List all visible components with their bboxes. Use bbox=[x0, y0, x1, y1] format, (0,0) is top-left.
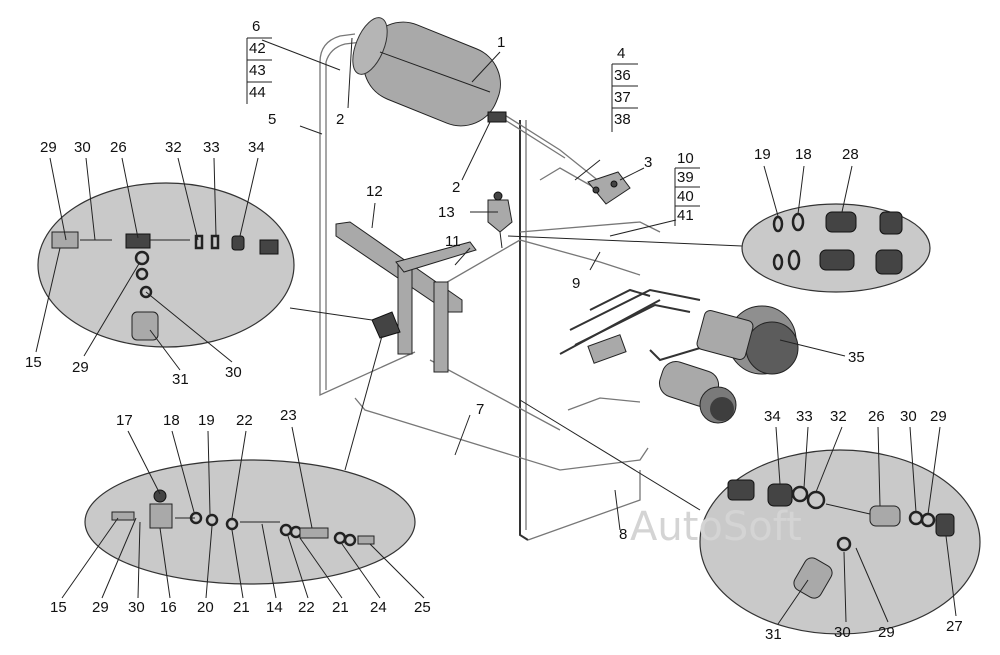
detail-bottom-left-label: 19 bbox=[198, 412, 215, 429]
detail-right-top-label: 28 bbox=[842, 146, 859, 163]
stack-middle-item: 40 bbox=[677, 188, 694, 205]
stack-left-item: 43 bbox=[249, 62, 266, 79]
detail-right-top-label: 19 bbox=[754, 146, 771, 163]
callout-13: 13 bbox=[438, 204, 455, 221]
callout-2-lower: 2 bbox=[452, 179, 460, 196]
stack-left: 6 42 43 44 bbox=[246, 18, 272, 104]
callout-35: 35 bbox=[848, 349, 865, 366]
detail-bottom-left-label: 24 bbox=[370, 599, 387, 616]
detail-bottom-left-label: 25 bbox=[414, 599, 431, 616]
stack-left-item: 44 bbox=[249, 84, 266, 101]
detail-bottom-left bbox=[84, 459, 416, 585]
callout-7: 7 bbox=[476, 401, 484, 418]
pressure-regulator bbox=[487, 191, 513, 249]
detail-left-labels: 29 30 26 32 33 34 15 29 31 30 bbox=[25, 139, 265, 388]
stack-middle-item: 39 bbox=[677, 169, 694, 186]
detail-right-top-labels: 19 18 28 bbox=[754, 146, 859, 217]
callout-2-upper: 2 bbox=[336, 111, 344, 128]
detail-right-top bbox=[741, 203, 931, 293]
detail-bottom-left-label: 15 bbox=[50, 599, 67, 616]
callout-12: 12 bbox=[366, 183, 383, 200]
leader-lines bbox=[261, 37, 846, 531]
callout-3: 3 bbox=[644, 154, 652, 171]
stack-left-item: 42 bbox=[249, 40, 266, 57]
detail-bottom-left-label: 18 bbox=[163, 412, 180, 429]
detail-bottom-left-label: 21 bbox=[233, 599, 250, 616]
detail-bottom-left-label: 22 bbox=[236, 412, 253, 429]
detail-left-label: 34 bbox=[248, 139, 265, 156]
callout-8: 8 bbox=[619, 526, 627, 543]
detail-left bbox=[37, 182, 295, 348]
stack-middle-item: 41 bbox=[677, 207, 694, 224]
detail-right-top-label: 18 bbox=[795, 146, 812, 163]
detail-left-label: 15 bbox=[25, 354, 42, 371]
detail-bottom-right-label: 30 bbox=[900, 408, 917, 425]
callout-11: 11 bbox=[445, 233, 461, 250]
detail-bottom-right-label: 34 bbox=[764, 408, 781, 425]
detail-bottom-left-label: 21 bbox=[332, 599, 349, 616]
detail-bottom-right-label: 29 bbox=[930, 408, 947, 425]
stack-right: 4 36 37 38 bbox=[611, 45, 638, 132]
callout-9: 9 bbox=[572, 275, 580, 292]
stack-left-head: 6 bbox=[252, 18, 260, 35]
detail-bottom-right-label: 31 bbox=[765, 626, 782, 643]
detail-left-label: 31 bbox=[172, 371, 189, 388]
detail-left-label: 32 bbox=[165, 139, 182, 156]
watermark-text: AutoSoft bbox=[630, 504, 802, 550]
detail-left-label: 29 bbox=[72, 359, 89, 376]
stack-middle: 10 39 40 41 bbox=[674, 150, 700, 226]
brake-chamber-assembly bbox=[559, 288, 799, 424]
detail-bottom-left-label: 14 bbox=[266, 599, 283, 616]
detail-bottom-right-label: 29 bbox=[878, 624, 895, 641]
detail-left-label: 29 bbox=[40, 139, 57, 156]
main-callouts: 1 2 2 3 5 7 8 9 11 12 13 35 bbox=[268, 34, 865, 543]
detail-left-label: 30 bbox=[74, 139, 91, 156]
detail-bottom-left-label: 20 bbox=[197, 599, 214, 616]
air-receiver bbox=[352, 17, 507, 127]
detail-bottom-left-labels: 17 18 19 22 23 15 29 30 16 20 21 14 22 2… bbox=[50, 407, 431, 616]
detail-left-label: 30 bbox=[225, 364, 242, 381]
stack-right-item: 38 bbox=[614, 111, 631, 128]
detail-bottom-right-label: 33 bbox=[796, 408, 813, 425]
detail-bottom-right bbox=[699, 449, 981, 635]
detail-bottom-left-label: 17 bbox=[116, 412, 133, 429]
mounting-brackets bbox=[335, 221, 477, 373]
detail-bottom-right-label: 32 bbox=[830, 408, 847, 425]
brake-valve bbox=[587, 171, 631, 205]
stack-right-head: 4 bbox=[617, 45, 625, 62]
detail-bottom-left-label: 29 bbox=[92, 599, 109, 616]
pipeline-frame bbox=[319, 33, 661, 541]
detail-bottom-left-label: 30 bbox=[128, 599, 145, 616]
callout-1: 1 bbox=[497, 34, 505, 51]
detail-bottom-right-label: 26 bbox=[868, 408, 885, 425]
detail-left-label: 33 bbox=[203, 139, 220, 156]
stack-right-item: 37 bbox=[614, 89, 631, 106]
detail-bottom-left-label: 23 bbox=[280, 407, 297, 424]
stack-middle-head: 10 bbox=[677, 150, 694, 167]
stack-right-item: 36 bbox=[614, 67, 631, 84]
detail-bottom-right-label: 30 bbox=[834, 624, 851, 641]
detail-bottom-right-labels: 34 33 32 26 30 29 31 30 29 27 bbox=[764, 408, 963, 643]
callout-5: 5 bbox=[268, 111, 276, 128]
detail-left-label: 26 bbox=[110, 139, 127, 156]
detail-bottom-left-label: 16 bbox=[160, 599, 177, 616]
detail-bottom-right-label: 27 bbox=[946, 618, 963, 635]
detail-bottom-left-label: 22 bbox=[298, 599, 315, 616]
